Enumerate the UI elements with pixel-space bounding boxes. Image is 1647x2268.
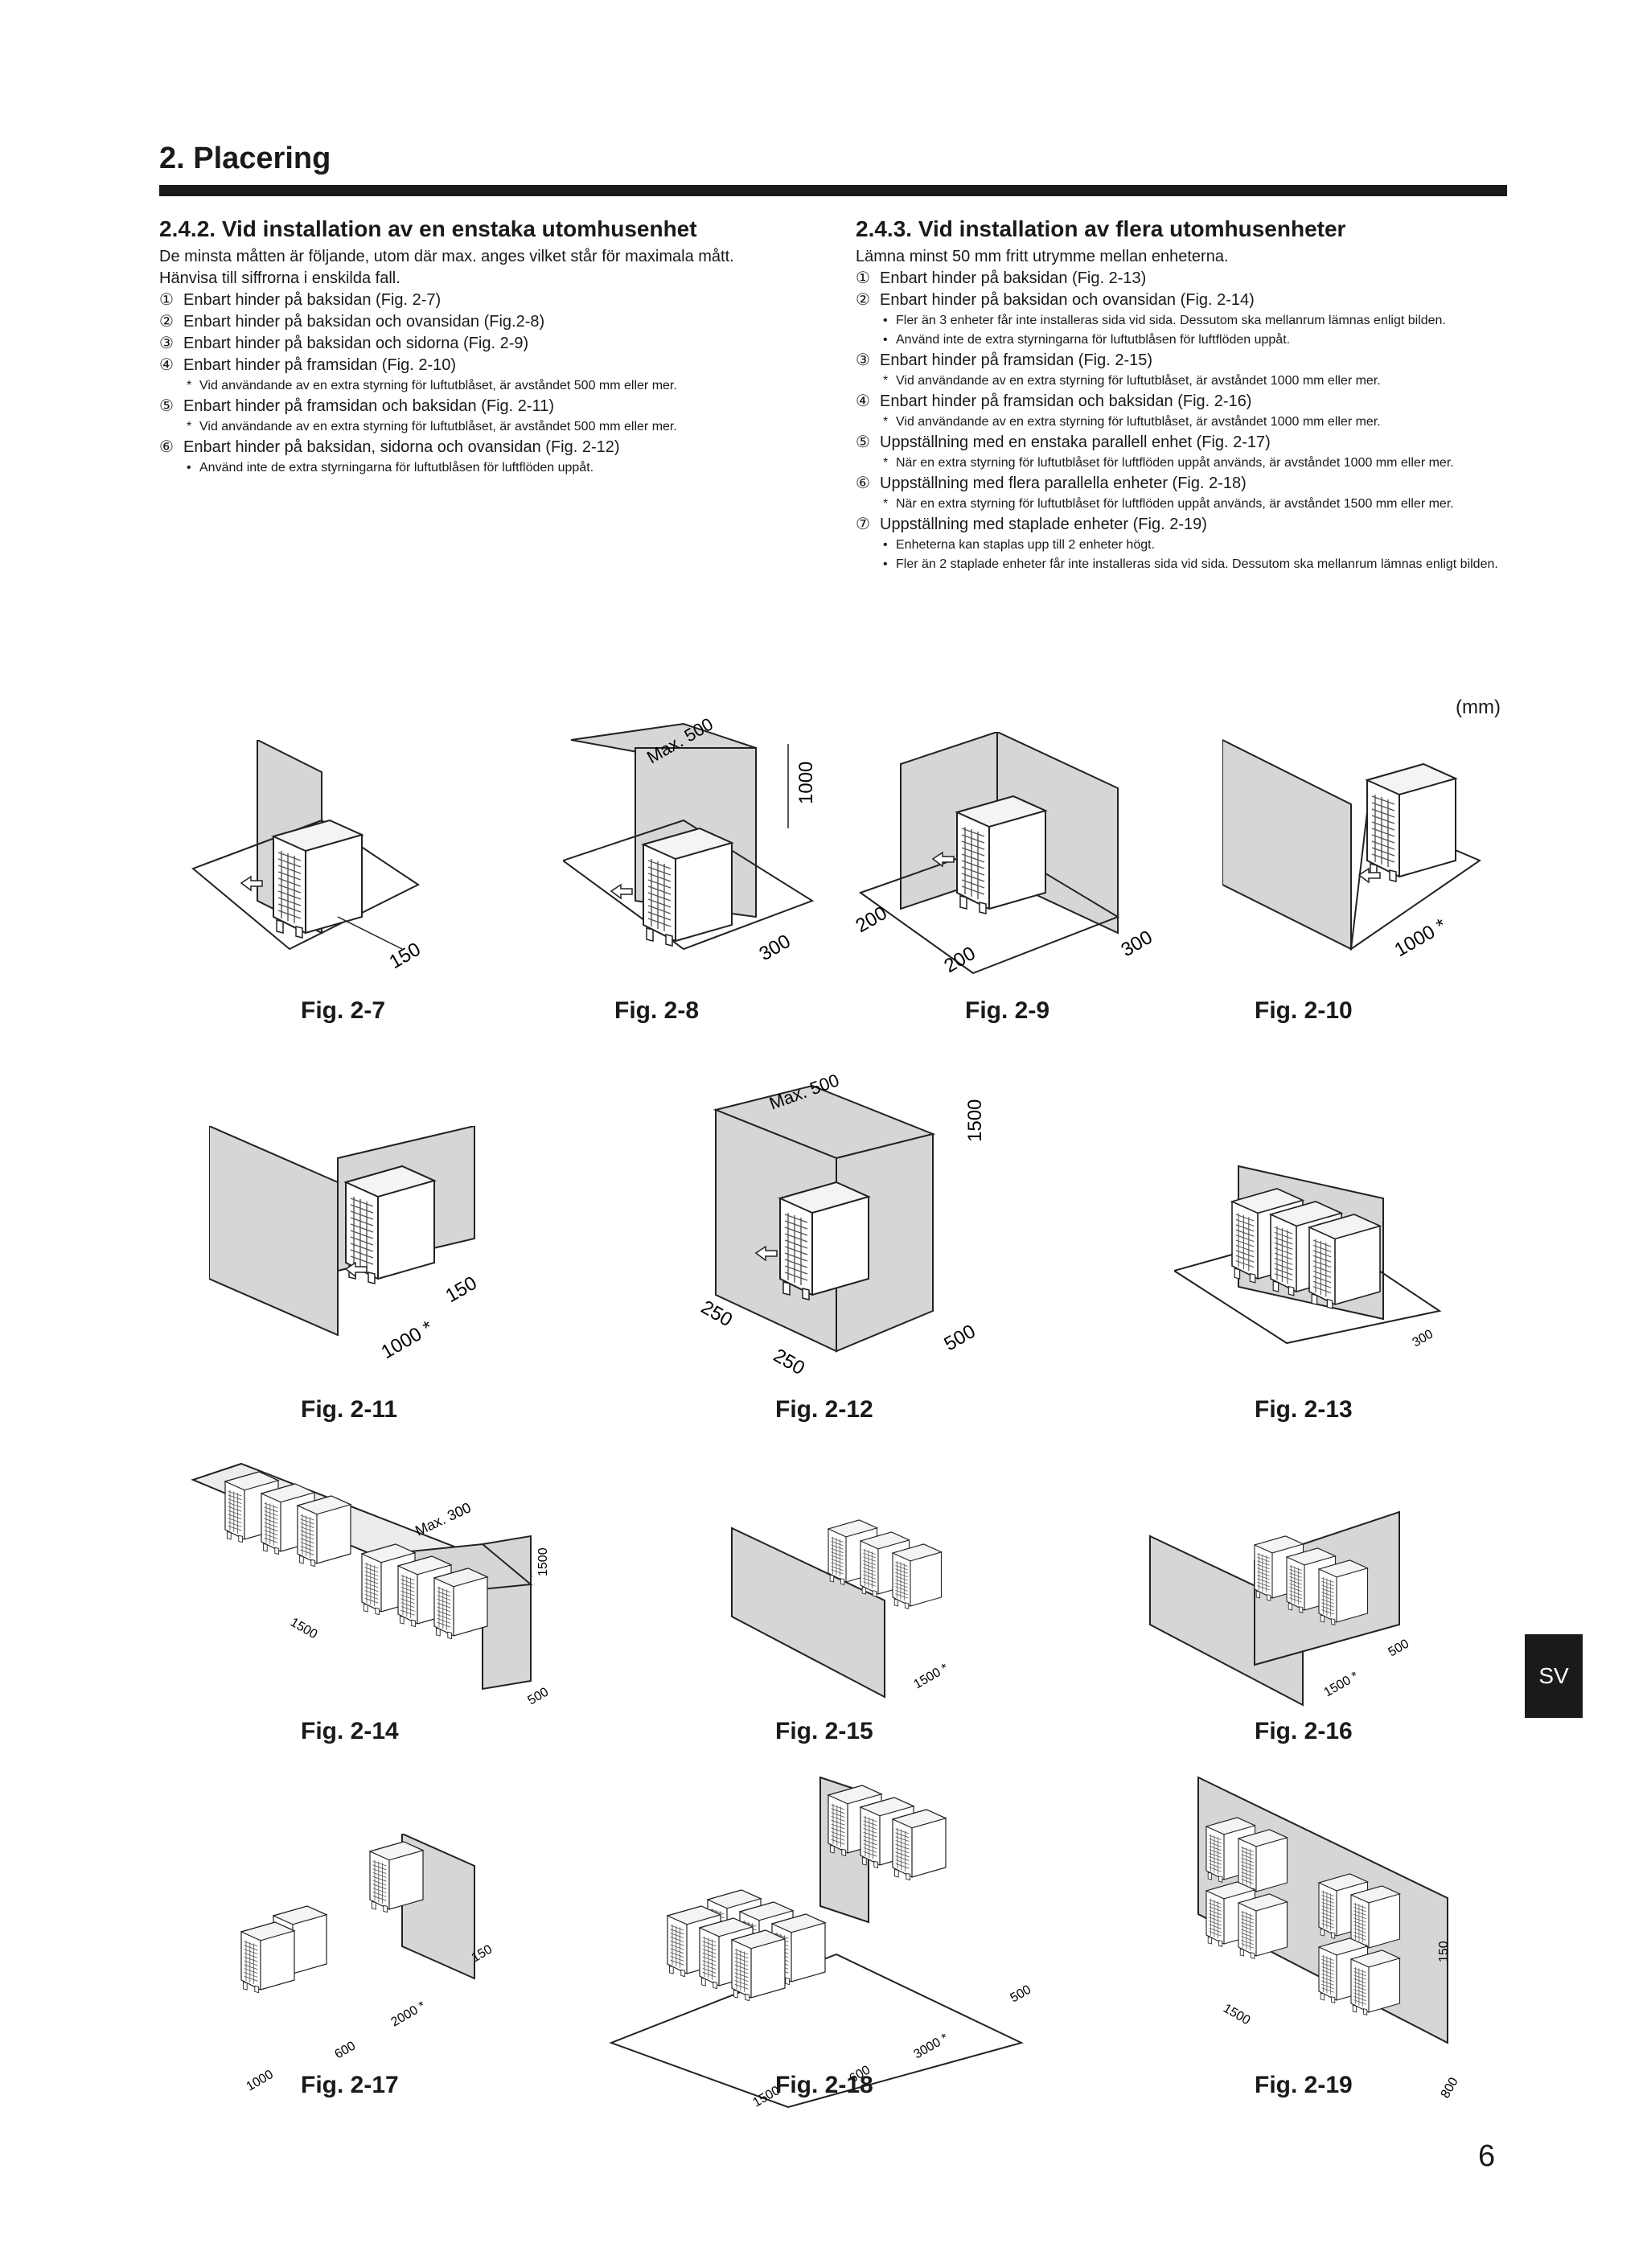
dimension-label: 150 bbox=[442, 1272, 481, 1307]
dimension-label: 2000 * bbox=[389, 1999, 429, 2030]
list-note: *Vid användande av en extra styrning för… bbox=[883, 415, 1381, 429]
dimension-label: 1500 * bbox=[912, 1662, 951, 1692]
dimension-label: 1000 bbox=[795, 762, 817, 804]
list-note: •Fler än 3 enheter får inte installeras … bbox=[883, 314, 1446, 327]
list-note: •Enheterna kan staplas upp till 2 enhete… bbox=[883, 538, 1155, 552]
figure-caption: Fig. 2-8 bbox=[614, 997, 700, 1024]
figure-caption: Fig. 2-14 bbox=[301, 1718, 399, 1744]
figure-2-19: 150 1500 800 bbox=[1190, 1769, 1496, 2111]
figure-caption: Fig. 2-7 bbox=[301, 997, 386, 1024]
right-intro: Lämna minst 50 mm fritt utrymme mellan e… bbox=[856, 248, 1229, 265]
left-heading: 2.4.2. Vid installation av en enstaka ut… bbox=[159, 216, 697, 241]
page-number: 6 bbox=[1478, 2139, 1496, 2173]
dimension-label: 600 bbox=[333, 2039, 359, 2061]
list-note: *När en extra styrning för luftutblåset … bbox=[883, 497, 1454, 511]
list-note: *Vid användande av en extra styrning för… bbox=[187, 420, 677, 433]
figure-2-10: 1000 * bbox=[1222, 732, 1512, 977]
figure-caption: Fig. 2-10 bbox=[1255, 997, 1353, 1024]
header-rule bbox=[159, 185, 1507, 196]
figure-2-18: 500 3000 * 600 1500 bbox=[595, 1769, 1045, 2119]
figure-2-11: 150 1000 * bbox=[208, 1124, 515, 1371]
dimension-label: 250 bbox=[770, 1345, 808, 1379]
figure-caption: Fig. 2-9 bbox=[965, 997, 1050, 1024]
dimension-label: 1000 * bbox=[1391, 914, 1451, 961]
figure-caption: Fig. 2-17 bbox=[301, 2072, 399, 2098]
figure-caption: Fig. 2-13 bbox=[1255, 1396, 1353, 1423]
dimension-label: 200 bbox=[941, 943, 980, 977]
dimension-label: 1500 bbox=[964, 1099, 986, 1142]
dimension-label: 500 bbox=[941, 1321, 980, 1355]
dimension-label: 500 bbox=[526, 1685, 552, 1707]
right-column: 2.4.3. Vid installation av flera utomhus… bbox=[856, 216, 1507, 574]
figure-caption: Fig. 2-18 bbox=[775, 2072, 873, 2098]
dimension-label: 1000 bbox=[244, 2068, 276, 2094]
unit-label: (mm) bbox=[1456, 696, 1501, 718]
section-title: 2. Placering bbox=[159, 142, 331, 175]
dimension-label: 300 bbox=[1118, 927, 1156, 961]
dimension-label: 500 bbox=[1386, 1637, 1412, 1659]
dimension-label: 1500 * bbox=[1322, 1670, 1362, 1700]
list-note: *Vid användande av en extra styrning för… bbox=[187, 379, 677, 392]
dimension-label: 300 bbox=[1411, 1327, 1436, 1350]
list-note: •Använd inte de extra styrningarna för l… bbox=[187, 461, 594, 475]
dimension-label: 1500 bbox=[1221, 2002, 1252, 2028]
left-intro-2: Hänvisa till siffrorna i enskilda fall. bbox=[159, 269, 400, 287]
right-heading: 2.4.3. Vid installation av flera utomhus… bbox=[856, 216, 1346, 241]
figure-2-13: 300 bbox=[1172, 1150, 1464, 1363]
dimension-label: 1000 * bbox=[378, 1317, 437, 1363]
dimension-label: 300 bbox=[756, 931, 795, 965]
left-column: 2.4.2. Vid installation av en enstaka ut… bbox=[159, 216, 819, 478]
figure-caption: Fig. 2-12 bbox=[775, 1396, 873, 1423]
figure-2-16: 500 1500 * bbox=[1142, 1472, 1431, 1717]
list-note: •Använd inte de extra styrningarna för l… bbox=[883, 333, 1291, 347]
figure-2-8: 1000 Max. 500 300 bbox=[561, 713, 836, 985]
figure-2-17: 150 2000 * 600 1000 bbox=[209, 1832, 515, 2111]
figure-caption: Fig. 2-19 bbox=[1255, 2072, 1353, 2098]
list-note: *När en extra styrning för luftutblåset … bbox=[883, 456, 1454, 470]
list-note: •Fler än 2 staplade enheter får inte ins… bbox=[883, 557, 1498, 571]
figure-caption: Fig. 2-15 bbox=[775, 1718, 873, 1744]
figure-2-14: Max. 300 1500 1500 500 bbox=[177, 1456, 563, 1717]
dimension-label: 150 bbox=[1437, 1941, 1451, 1962]
figure-caption: Fig. 2-11 bbox=[301, 1396, 398, 1423]
language-tab: SV bbox=[1525, 1634, 1583, 1718]
dimension-label: 1500 bbox=[536, 1547, 550, 1576]
left-intro-1: De minsta måtten är följande, utom där m… bbox=[159, 248, 734, 265]
figure-caption: Fig. 2-16 bbox=[1255, 1718, 1353, 1744]
dimension-label: 1500 bbox=[288, 1616, 319, 1642]
figure-2-12: Max. 500 1500 250 250 500 bbox=[667, 1062, 1013, 1387]
figure-2-7: 150 bbox=[177, 738, 466, 985]
dimension-label: Max. 300 bbox=[413, 1499, 474, 1539]
dimension-label: 200 bbox=[852, 902, 891, 937]
figure-2-15: 1500 * bbox=[724, 1512, 989, 1709]
dimension-label: 800 bbox=[1439, 2075, 1461, 2101]
figure-2-9: 200 200 300 bbox=[852, 730, 1190, 985]
dimension-label: 3000 * bbox=[912, 2032, 951, 2062]
list-note: *Vid användande av en extra styrning för… bbox=[883, 374, 1381, 388]
dimension-label: 500 bbox=[1008, 1982, 1034, 2005]
